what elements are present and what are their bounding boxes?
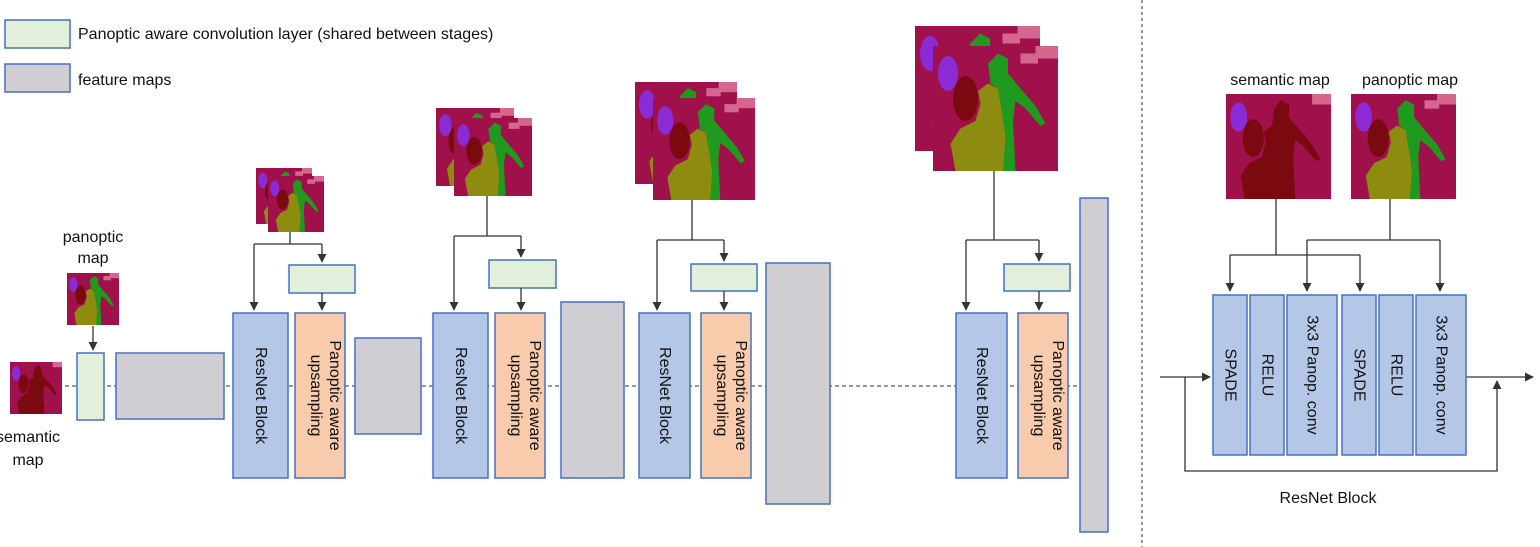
legend-conv-swatch — [4, 19, 71, 49]
stage1-upsample-label-1: Panoptic aware — [326, 340, 343, 450]
detail-layer-box-1 — [1212, 294, 1248, 456]
detail-layer-label-2: RELU — [1259, 354, 1276, 397]
input-panoptic-map — [67, 273, 119, 325]
stage4-resnet-block — [955, 312, 1008, 479]
stage1-resnet-block — [232, 312, 289, 479]
detail-layer-label-1: SPADE — [1222, 348, 1239, 401]
stage3-map-front — [653, 98, 755, 200]
stage3-upsample-label-2: upsampling — [713, 355, 730, 437]
feature-map — [765, 262, 831, 505]
detail-layer-box-6 — [1415, 294, 1467, 456]
detail-panoptic-map — [1351, 94, 1456, 199]
stage1-map-front — [268, 176, 324, 232]
stage4-upsampling — [1017, 312, 1069, 479]
stage3-conv-layer — [690, 263, 758, 292]
stage2-upsample-label-2: upsampling — [507, 355, 524, 437]
first-conv-layer — [76, 352, 105, 421]
input-semantic-map — [10, 362, 62, 414]
stage2-resnet-block — [432, 312, 489, 479]
stage1-upsample-label-2: upsampling — [307, 355, 324, 437]
detail-layer-label-5: RELU — [1388, 354, 1405, 397]
stage4-upsample-label-1: Panoptic aware — [1049, 340, 1066, 450]
stage4-map-front — [933, 46, 1058, 171]
detail-layer-label-3: 3x3 Panop. conv — [1304, 315, 1321, 434]
legend-feature-swatch — [4, 63, 71, 93]
input-panoptic-label-2: map — [77, 250, 108, 267]
detail-semantic-map — [1226, 94, 1331, 199]
detail-layer-box-2 — [1249, 294, 1285, 456]
detail-layer-box-5 — [1378, 294, 1414, 456]
stage4-resnet-label: ResNet Block — [973, 347, 990, 445]
feature-map — [354, 337, 422, 435]
stage3-upsample-label-1: Panoptic aware — [732, 340, 749, 450]
stage2-conv-layer — [488, 259, 557, 289]
stage4-upsample-label-2: upsampling — [1030, 355, 1047, 437]
detail-panoptic-label: panoptic map — [1362, 72, 1458, 89]
legend-feature-label: feature maps — [78, 72, 171, 89]
detail-caption: ResNet Block — [1280, 490, 1378, 507]
legend-conv-label: Panoptic aware convolution layer (shared… — [78, 26, 493, 43]
stage2-upsample-label-1: Panoptic aware — [526, 340, 543, 450]
detail-semantic-label: semantic map — [1230, 72, 1330, 89]
stage4-conv-layer — [1003, 263, 1071, 292]
stage1-resnet-label: ResNet Block — [252, 347, 269, 445]
input-panoptic-label-1: panoptic — [63, 229, 124, 246]
stage1-upsampling — [294, 312, 346, 479]
stage3-resnet-block — [638, 312, 691, 479]
input-semantic-label-1: semantic — [0, 429, 60, 446]
feature-map — [1079, 197, 1109, 533]
stage2-upsampling — [494, 312, 546, 479]
detail-layer-label-4: SPADE — [1351, 348, 1368, 401]
input-semantic-label-2: map — [12, 452, 43, 469]
stage3-upsampling — [700, 312, 752, 479]
stage2-resnet-label: ResNet Block — [452, 347, 469, 445]
detail-layer-stack: SPADE RELU 3x3 Panop. conv SPADE RELU 3x3 Pan… — [1212, 294, 1467, 456]
detail-layer-label-6: 3x3 Panop. conv — [1433, 315, 1450, 434]
stage3-resnet-label: ResNet Block — [656, 347, 673, 445]
detail-layer-box-4 — [1341, 294, 1377, 456]
feature-map — [560, 301, 625, 479]
stage1-conv-layer — [288, 264, 356, 294]
detail-layer-box-3 — [1286, 294, 1338, 456]
stage2-map-front — [454, 118, 532, 196]
feature-map — [115, 352, 225, 420]
